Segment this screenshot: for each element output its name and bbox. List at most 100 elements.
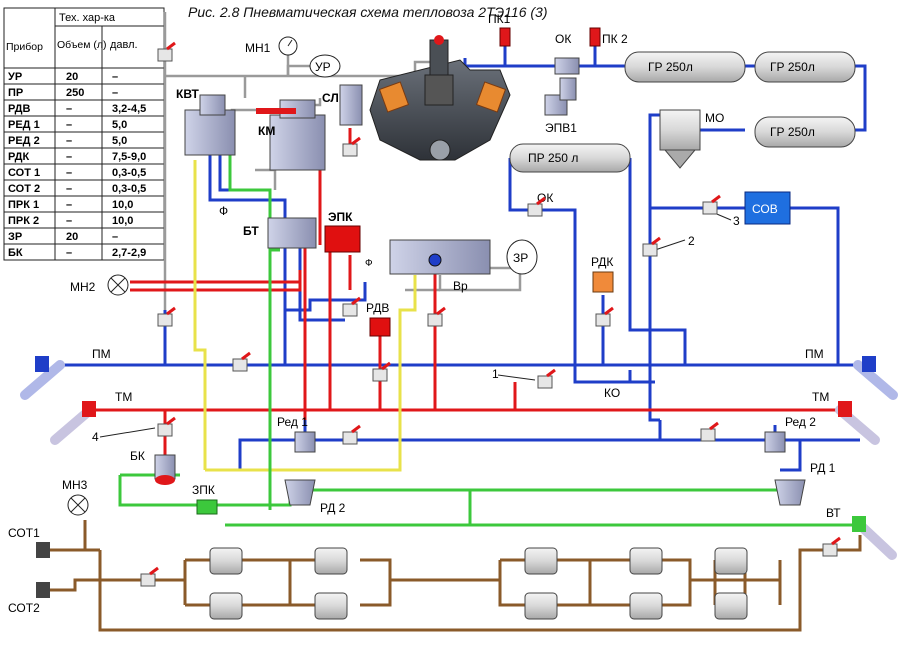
compressor [369,35,511,161]
table-header-tech: Тех. хар-ка [59,12,116,24]
check-valve-top: ОК [554,32,580,75]
tap-handle [831,536,841,546]
isolation-tap [700,428,716,442]
isolation-tap [232,358,248,372]
gr-tank-1: ГР 250л [624,51,746,83]
table-cell-volume: 250 [66,87,84,99]
table-cell-pressure: – [112,71,118,83]
bt-block: БТ [243,217,317,249]
sot2-valve: СОТ2 [8,582,50,615]
brake-cylinder [314,592,348,620]
moisture-separator-mo: МО [659,109,724,169]
rd1-relay: РД 1 [774,461,836,506]
table-cell-pressure: 7,5-9,0 [112,151,146,163]
table-cell-volume: – [66,151,72,163]
brake-cylinder [209,592,243,620]
mn3-gauge: МН3 [62,478,89,516]
table-cell-volume: 20 [66,71,78,83]
gr-tank-3-label: ГР 250л [770,125,815,139]
isolation-tap [702,201,718,215]
isolation-tap [595,313,611,327]
pr-tank: ПР 250 л [509,143,631,173]
table-cell-device: ПРК 1 [8,199,39,211]
brake-cylinder [524,592,558,620]
brake-cylinder [209,547,243,575]
rd1-label: РД 1 [810,461,836,475]
rdv-label: РДВ [366,301,389,315]
vt-hose: ВТ [826,506,897,560]
pm-right-label: ПМ [805,347,824,361]
tap-handle [546,368,556,378]
brake-cylinder [714,592,748,620]
callout-3: 3 [733,214,740,228]
km-crane: КМ [256,99,326,171]
mn1-label: МН1 [245,41,271,55]
pk1-label: ПК1 [488,12,511,26]
table-cell-volume: – [66,199,72,211]
brake-cylinder [714,547,748,575]
epv1-label: ЭПВ1 [545,121,577,135]
sl-label: СЛ [322,91,339,105]
table-cell-volume: – [66,135,72,147]
mo-label: МО [705,111,724,125]
table-cell-device: РДВ [8,103,30,115]
tm-left-label: ТМ [115,390,132,404]
sl-speedometer: СЛ [322,84,363,126]
brake-cylinder [629,547,663,575]
mn1-gauge: МН1 [245,36,298,56]
tap-handle [536,196,546,206]
tap-handle [351,424,361,434]
tap-handle [711,194,721,204]
table-cell-device: СОТ 1 [8,167,40,179]
isolation-tap [342,303,358,317]
table-cell-volume: – [66,119,72,131]
table-cell-pressure: – [112,87,118,99]
green-pipes [118,150,860,527]
vt-label: ВТ [826,506,841,520]
table-cell-volume: – [66,103,72,115]
epk-label: ЭПК [328,210,353,224]
tm-left-hose [50,401,96,445]
zpk-valve: ЗПК [192,483,218,515]
tm-right-hose [835,401,880,445]
isolation-tap [157,313,173,327]
sot1-valve: СОТ1 [8,526,50,558]
red1-label: Ред 1 [277,415,308,429]
bk-label: БК [130,449,145,463]
ok-top-label: ОК [555,32,571,46]
table-cell-pressure: 0,3-0,5 [112,167,146,179]
brake-cylinder [629,592,663,620]
table-cell-device: РДК [8,151,29,163]
zpk-label: ЗПК [192,483,215,497]
pm-left-label: ПМ [92,347,111,361]
red2-reducer: Ред 2 [764,415,816,453]
isolation-tap [157,423,173,437]
table-cell-pressure: – [112,231,118,243]
yellow-pipes [193,160,417,472]
rdk-regulator: РДК [591,255,614,293]
table-cell-device: ЗР [8,231,22,243]
table-cell-volume: – [66,247,72,259]
table-cell-pressure: 0,3-0,5 [112,183,146,195]
tap-handle [709,421,719,431]
isolation-tap [342,431,358,445]
isolation-tap [372,368,388,382]
isolation-tap [157,48,173,62]
isolation-tap [140,573,156,587]
ur-label: УР [315,60,331,74]
isolation-tap [537,375,553,389]
table-cell-device: УР [8,71,22,83]
table-cell-pressure: 2,7-2,9 [112,247,146,259]
gr-tank-2: ГР 250л [754,51,856,83]
table-cell-device: БК [8,247,23,259]
tap-handle [166,416,176,426]
pm-right-hose [853,356,898,400]
tap-handle [166,41,176,51]
gr-tank-3: ГР 250л [754,116,856,148]
table-cell-device: ПРК 2 [8,215,39,227]
tap-handle [436,306,446,316]
red1-reducer: Ред 1 [277,415,316,453]
gr-tank-1-label: ГР 250л [648,60,693,74]
